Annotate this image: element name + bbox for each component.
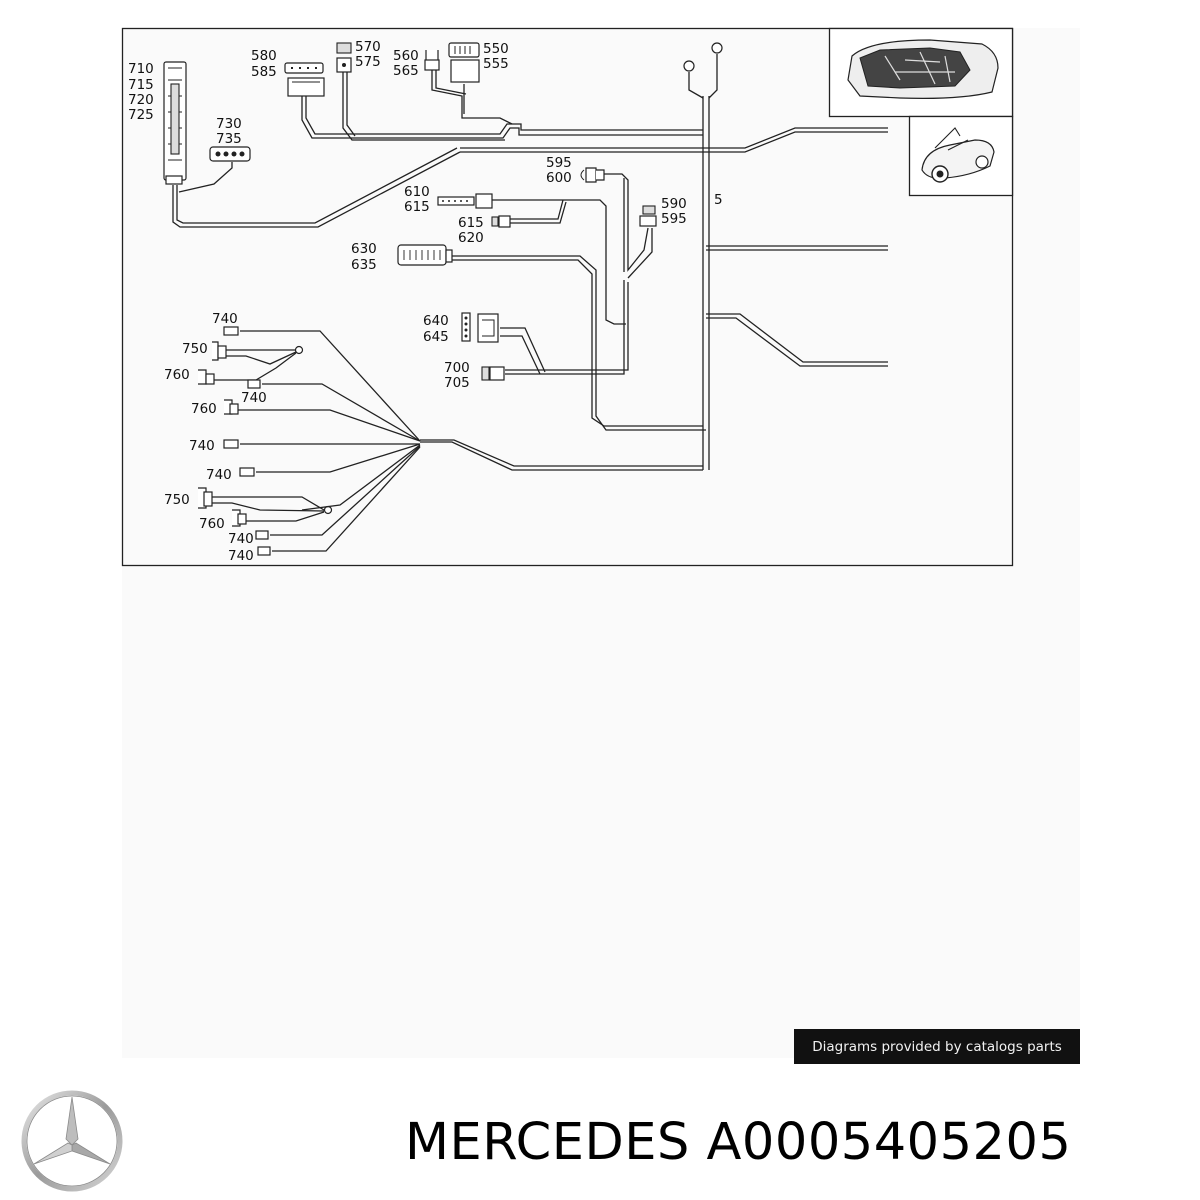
convertible-car-thumbnail bbox=[908, 115, 1014, 197]
label-610: 610 bbox=[404, 184, 430, 200]
label-725: 725 bbox=[128, 107, 154, 123]
label-730: 730 bbox=[216, 116, 242, 132]
label-595: 595 bbox=[546, 155, 572, 171]
label-585: 585 bbox=[251, 64, 277, 80]
diagram-credit-banner: Diagrams provided by catalogs parts bbox=[794, 1029, 1080, 1064]
label-620: 620 bbox=[458, 230, 484, 246]
page-title: MERCEDES A0005405205 bbox=[405, 1113, 1072, 1172]
label-750-a: 750 bbox=[182, 341, 208, 357]
label-570: 570 bbox=[355, 39, 381, 55]
car-interior-thumbnail bbox=[828, 27, 1014, 118]
label-740-e: 740 bbox=[228, 531, 254, 547]
label-615-b: 615 bbox=[458, 215, 484, 231]
diagram-background bbox=[122, 28, 1080, 1058]
label-565: 565 bbox=[393, 63, 419, 79]
label-575: 575 bbox=[355, 54, 381, 70]
label-760-a: 760 bbox=[164, 367, 190, 383]
label-630: 630 bbox=[351, 241, 377, 257]
label-555: 555 bbox=[483, 56, 509, 72]
label-550: 550 bbox=[483, 41, 509, 57]
label-580: 580 bbox=[251, 48, 277, 64]
label-750-b: 750 bbox=[164, 492, 190, 508]
label-560: 560 bbox=[393, 48, 419, 64]
label-640: 640 bbox=[423, 313, 449, 329]
label-760-b: 760 bbox=[191, 401, 217, 417]
label-5: 5 bbox=[714, 192, 723, 208]
label-715: 715 bbox=[128, 77, 154, 93]
label-740-c: 740 bbox=[189, 438, 215, 454]
label-735: 735 bbox=[216, 131, 242, 147]
label-590: 590 bbox=[661, 196, 687, 212]
label-760-c: 760 bbox=[199, 516, 225, 532]
label-635: 635 bbox=[351, 257, 377, 273]
diagram-frame bbox=[121, 27, 1014, 567]
label-595-b: 595 bbox=[661, 211, 687, 227]
label-645: 645 bbox=[423, 329, 449, 345]
label-740-f: 740 bbox=[228, 548, 254, 564]
label-740-b: 740 bbox=[241, 390, 267, 406]
mercedes-star-icon bbox=[21, 1090, 123, 1192]
label-700: 700 bbox=[444, 360, 470, 376]
label-740-a: 740 bbox=[212, 311, 238, 327]
label-600: 600 bbox=[546, 170, 572, 186]
label-710: 710 bbox=[128, 61, 154, 77]
label-740-d: 740 bbox=[206, 467, 232, 483]
label-615: 615 bbox=[404, 199, 430, 215]
label-705: 705 bbox=[444, 375, 470, 391]
label-720: 720 bbox=[128, 92, 154, 108]
